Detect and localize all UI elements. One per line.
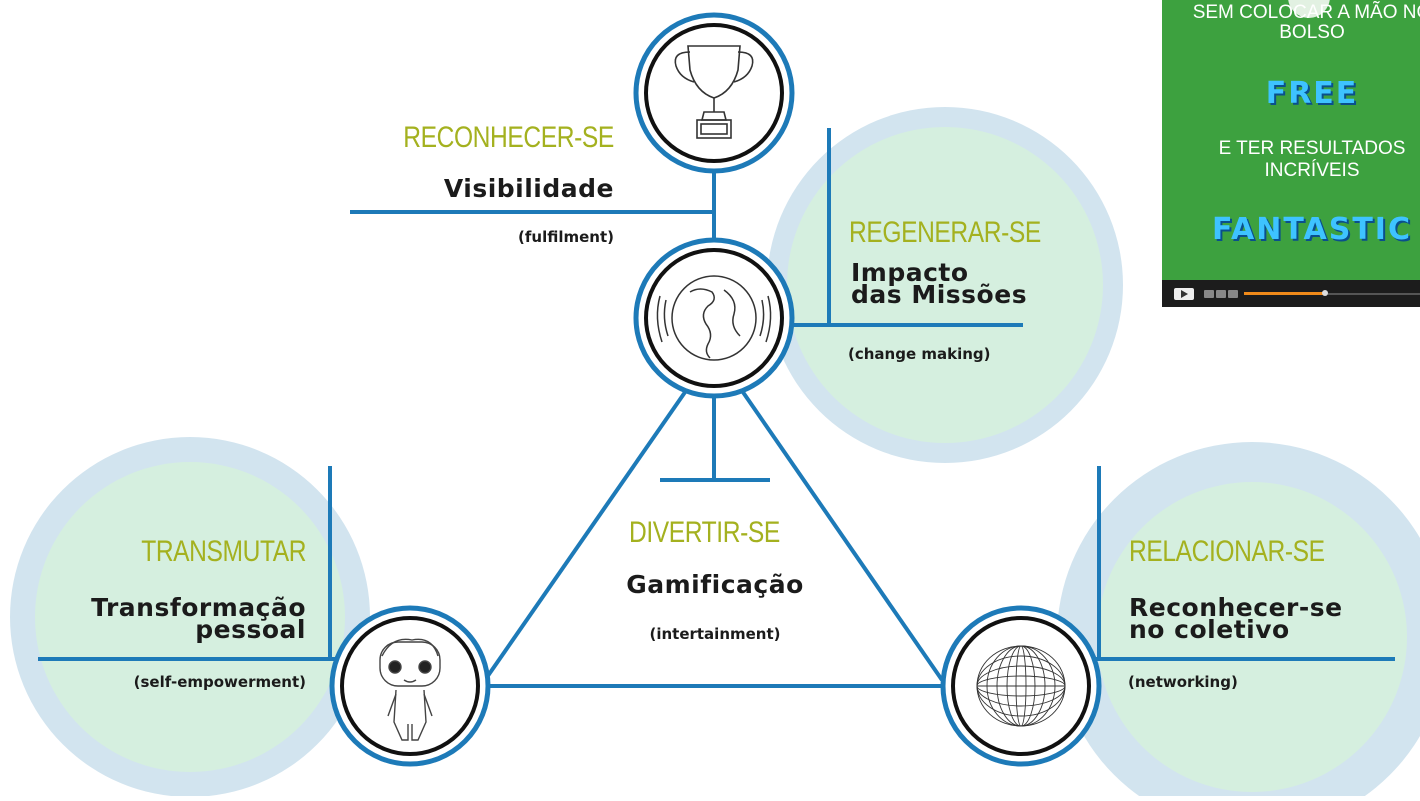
sphere-node xyxy=(940,605,1102,767)
regenerar-category: REGENERAR-SE xyxy=(849,216,1041,249)
relacionar-title: Reconhecer-se no coletivo xyxy=(1129,593,1343,644)
transmutar-title-line2: pessoal xyxy=(195,615,306,644)
transmutar-title-line1: Transformação xyxy=(91,593,306,622)
reconhecer-note: (fulfilment) xyxy=(518,228,614,246)
ad-word-free: FREE xyxy=(1265,76,1359,111)
regenerar-title: Impacto das Missões xyxy=(851,258,1028,309)
transmutar-title: Transformação pessoal xyxy=(91,593,306,644)
ad-word-fantastic: FANTASTIC xyxy=(1212,212,1412,247)
progress-fill xyxy=(1244,292,1324,295)
trophy-node xyxy=(633,12,795,174)
globe-icon xyxy=(656,275,772,361)
progress-knob[interactable] xyxy=(1322,290,1328,296)
transmutar-category: TRANSMUTAR xyxy=(141,535,306,568)
regenerar-note: (change making) xyxy=(848,345,991,363)
video-ad[interactable]: SEM COLOCAR A MÃO NO BOLSO FREE E TER RE… xyxy=(1162,0,1420,307)
regenerar-title-line1: Impacto xyxy=(851,258,969,287)
volume-icon[interactable] xyxy=(1228,290,1238,298)
regenerar-title-line2: das Missões xyxy=(851,280,1028,309)
wire-sphere-icon xyxy=(976,645,1066,727)
reconhecer-category: RECONHECER-SE xyxy=(403,121,614,154)
relacionar-title-line1: Reconhecer-se xyxy=(1129,593,1343,622)
rewind-icon[interactable] xyxy=(1204,290,1214,298)
ad-line4: INCRÍVEIS xyxy=(1264,160,1360,181)
progress-track[interactable] xyxy=(1244,293,1420,295)
globe-node xyxy=(633,237,795,399)
play-button[interactable] xyxy=(1174,288,1194,300)
connector-lines xyxy=(38,128,1395,688)
divertir-category: DIVERTIR-SE xyxy=(629,516,780,549)
forward-icon[interactable] xyxy=(1216,290,1226,298)
relacionar-category: RELACIONAR-SE xyxy=(1129,535,1325,568)
ad-line2: BOLSO xyxy=(1279,22,1345,43)
trophy-icon xyxy=(674,45,754,139)
divertir-title: Gamificação xyxy=(626,570,804,599)
person-figure-icon xyxy=(379,638,441,741)
relacionar-note: (networking) xyxy=(1128,673,1238,691)
big-play-icon[interactable] xyxy=(1288,0,1330,18)
reconhecer-title: Visibilidade xyxy=(443,174,614,203)
divertir-note: (intertainment) xyxy=(649,625,781,643)
person-node xyxy=(329,605,491,767)
transmutar-note: (self-empowerment) xyxy=(133,673,306,691)
ad-line3: E TER RESULTADOS xyxy=(1218,138,1406,159)
relacionar-title-line2: no coletivo xyxy=(1129,615,1290,644)
